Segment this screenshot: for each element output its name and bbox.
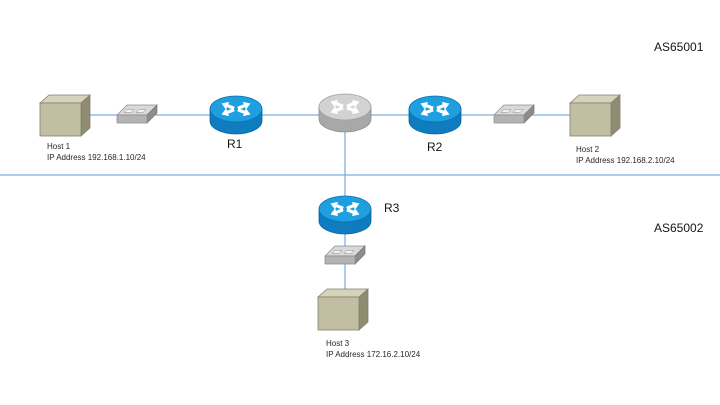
host3-icon [317,288,369,331]
host1-ip-label: IP Address 192.168.1.10/24 [47,153,146,162]
router-r3-label: R3 [384,201,400,215]
switch2-icon [493,104,535,124]
router-r2-label: R2 [427,140,443,154]
router-r3-icon [318,195,372,235]
host1-icon [39,94,91,137]
host2-icon [569,94,621,137]
router-r1-icon [209,95,263,135]
host3-ip-label: IP Address 172.16.2.10/24 [326,350,421,359]
host2-ip-label: IP Address 192.168.2.10/24 [576,156,675,165]
core-router-icon [318,93,372,133]
router-r1-label: R1 [227,137,243,151]
host2-name-label: Host 2 [576,145,600,154]
as65001-label: AS65001 [654,40,704,54]
switch3-icon [324,245,366,265]
as65002-label: AS65002 [654,221,704,235]
host3-name-label: Host 3 [326,339,350,348]
router-r2-icon [408,95,462,135]
host1-name-label: Host 1 [47,142,71,151]
switch1-icon [116,104,158,124]
